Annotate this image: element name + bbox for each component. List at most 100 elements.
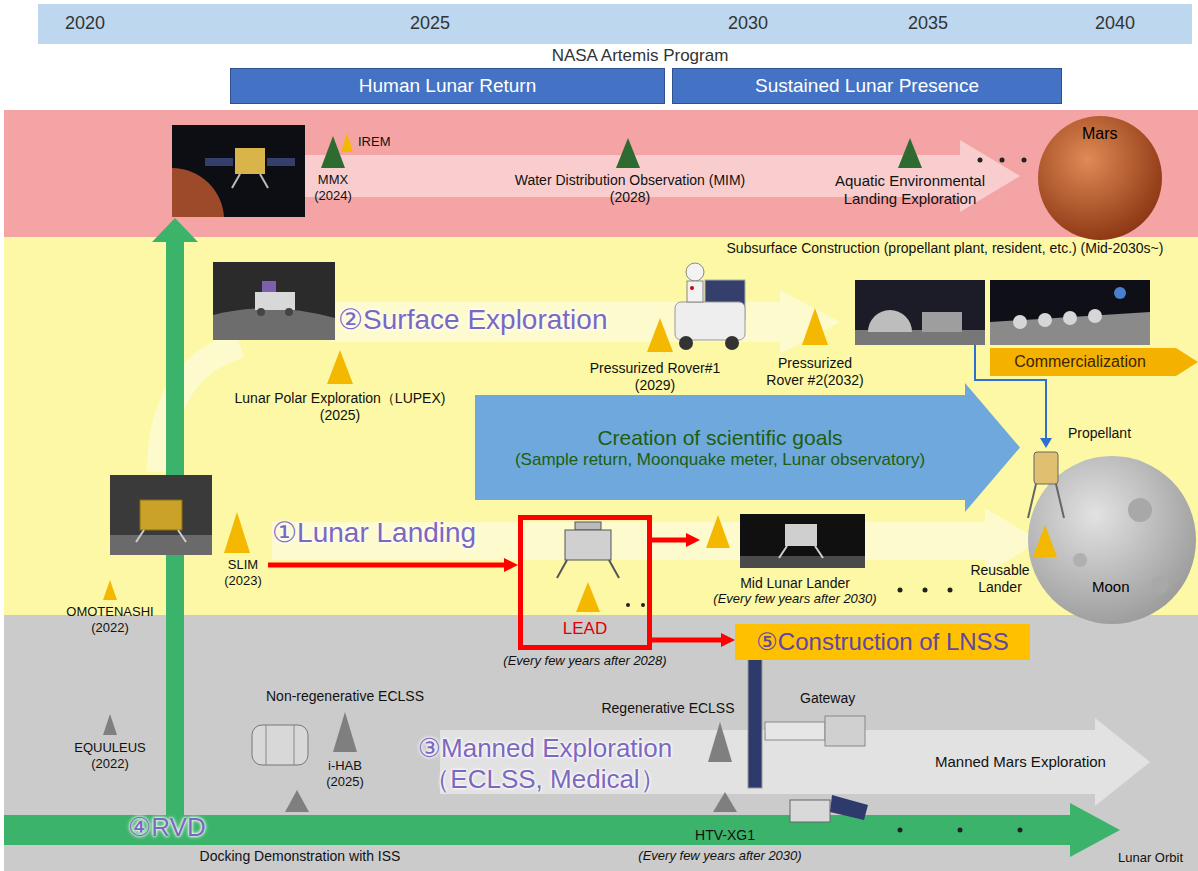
continuation-dot xyxy=(1022,158,1027,163)
lead-lander xyxy=(565,530,611,560)
mid-lander xyxy=(785,524,817,546)
rover-wheel xyxy=(725,336,739,350)
lunar-ground xyxy=(990,312,1150,345)
program-title: NASA Artemis Program xyxy=(552,46,729,66)
schedule-note: (Every few years after 2028) xyxy=(503,653,666,669)
spacecraft-body xyxy=(235,148,265,174)
moon xyxy=(1028,456,1196,624)
rover-body xyxy=(675,302,745,340)
lander-leg xyxy=(232,174,240,188)
htv-solar-panel xyxy=(830,795,868,820)
milestone-triangle xyxy=(285,790,309,812)
red-connector-arrow xyxy=(268,563,508,568)
mars-limb xyxy=(172,168,224,217)
milestone-triangle xyxy=(706,515,730,548)
milestone-triangle xyxy=(576,582,600,612)
crater xyxy=(1128,498,1152,522)
theme-title: ④RVD xyxy=(128,812,206,843)
milestone-triangle xyxy=(341,133,353,152)
milestone-triangle xyxy=(898,138,922,168)
orbit-label: Lunar Orbit xyxy=(1118,850,1183,866)
rover-body xyxy=(255,292,295,310)
mission-name: Docking Demonstration with ISS xyxy=(200,848,401,865)
station-name: Gateway xyxy=(800,690,855,707)
faded-curve xyxy=(160,345,240,472)
lunar-surface-band xyxy=(4,237,1198,615)
flow-label: Propellant xyxy=(1068,425,1131,442)
mission-block: Mid Lunar Lander(Every few years after 2… xyxy=(700,512,890,609)
goals-title: Creation of scientific goals xyxy=(597,425,842,450)
mission-name: LEAD xyxy=(563,619,607,639)
lunar-ground xyxy=(213,308,335,340)
planet-name: Mars xyxy=(1082,124,1118,143)
commercialization-label: Commercialization xyxy=(1014,352,1146,371)
solar-panel xyxy=(205,158,233,166)
lander-leg xyxy=(779,546,787,558)
year-label: 2025 xyxy=(410,13,450,35)
milestone-triangle xyxy=(224,512,250,553)
continuation-dot xyxy=(641,603,645,607)
mmx-photo xyxy=(172,125,305,217)
mission-marker: SLIM (2023) xyxy=(218,557,268,588)
slim-photo xyxy=(110,475,212,555)
lunar-ground xyxy=(855,330,985,345)
milestone-triangle xyxy=(333,712,357,752)
continuation-dot xyxy=(1000,158,1005,163)
construction-box: ⑤Construction of LNSS xyxy=(735,624,1030,660)
year-label: 2040 xyxy=(1095,13,1135,35)
timeline-bar: 20202025203020352040 xyxy=(38,4,1192,44)
phase-label: Human Lunar Return xyxy=(359,75,536,98)
mission-name: Subsurface Construction (propellant plan… xyxy=(725,240,1165,257)
solar-panel xyxy=(705,280,745,320)
theme-title: ⑤Construction of LNSS xyxy=(756,628,1008,657)
red-connector-arrow xyxy=(652,538,690,543)
mission-name: Lunar Polar Exploration（LUPEX) (2025) xyxy=(223,390,458,424)
mars-planet xyxy=(1038,116,1162,240)
lead-lander xyxy=(575,522,601,530)
continuation-dot xyxy=(948,588,953,593)
goals-arrow: Creation of scientific goals(Sample retu… xyxy=(475,383,1020,512)
rvd-arrow xyxy=(166,240,184,845)
continuation-dot xyxy=(958,828,963,833)
flag-patch xyxy=(690,286,694,290)
theme-title: ③Manned Exploration（ECLSS, Medical） xyxy=(380,733,710,795)
habitat-dome xyxy=(1013,315,1027,329)
schedule-note: (Every few years after 2030) xyxy=(638,848,801,864)
lupex-photo xyxy=(213,262,335,340)
lander-leg xyxy=(609,560,619,578)
year-label: 2030 xyxy=(728,13,768,35)
habitat-dome xyxy=(868,310,912,332)
mid-lander-photo xyxy=(740,514,865,568)
theme-title: ②Surface Exploration xyxy=(338,303,607,337)
habitat-dome xyxy=(1088,309,1102,323)
goals-detail: (Sample return, Moonquake meter, Lunar o… xyxy=(515,450,925,470)
milestone-triangle xyxy=(103,580,117,600)
mission-name: Water Distribution Observation (MIM)(202… xyxy=(505,172,755,206)
lander-leg xyxy=(1028,484,1036,518)
lander-leg xyxy=(260,174,268,188)
lunar-ground xyxy=(110,535,212,555)
faded-arrow xyxy=(272,508,1040,574)
body-name: Moon xyxy=(1092,578,1130,596)
mission-name: OMOTENASHI (2022) xyxy=(60,604,160,635)
mission-name: MMX (2024) xyxy=(302,172,364,203)
continuation-dot xyxy=(898,588,903,593)
phase-box: Human Lunar Return xyxy=(230,68,665,104)
mission-name: HTV-XG1 xyxy=(695,827,755,844)
milestone-triangle xyxy=(321,136,345,168)
mission-name: Pressurized Rover#1 (2029) xyxy=(580,360,730,394)
habitat-module xyxy=(922,312,962,332)
rover-wheel xyxy=(285,308,293,316)
mission-name: Mid Lunar Lander xyxy=(740,575,850,592)
solar-panel xyxy=(267,158,295,166)
propellant-arrow-head xyxy=(1040,438,1052,448)
continuation-dot xyxy=(1018,828,1023,833)
habitat-dome xyxy=(1038,313,1052,327)
mission-name: Reusable Lander xyxy=(967,562,1033,596)
goal-label: Manned Mars Exploration xyxy=(935,753,1106,771)
lander-leg xyxy=(136,530,144,542)
orbit-band xyxy=(4,615,1198,871)
goals-arrow-outline xyxy=(475,383,1020,512)
lunar-ground xyxy=(740,556,865,568)
